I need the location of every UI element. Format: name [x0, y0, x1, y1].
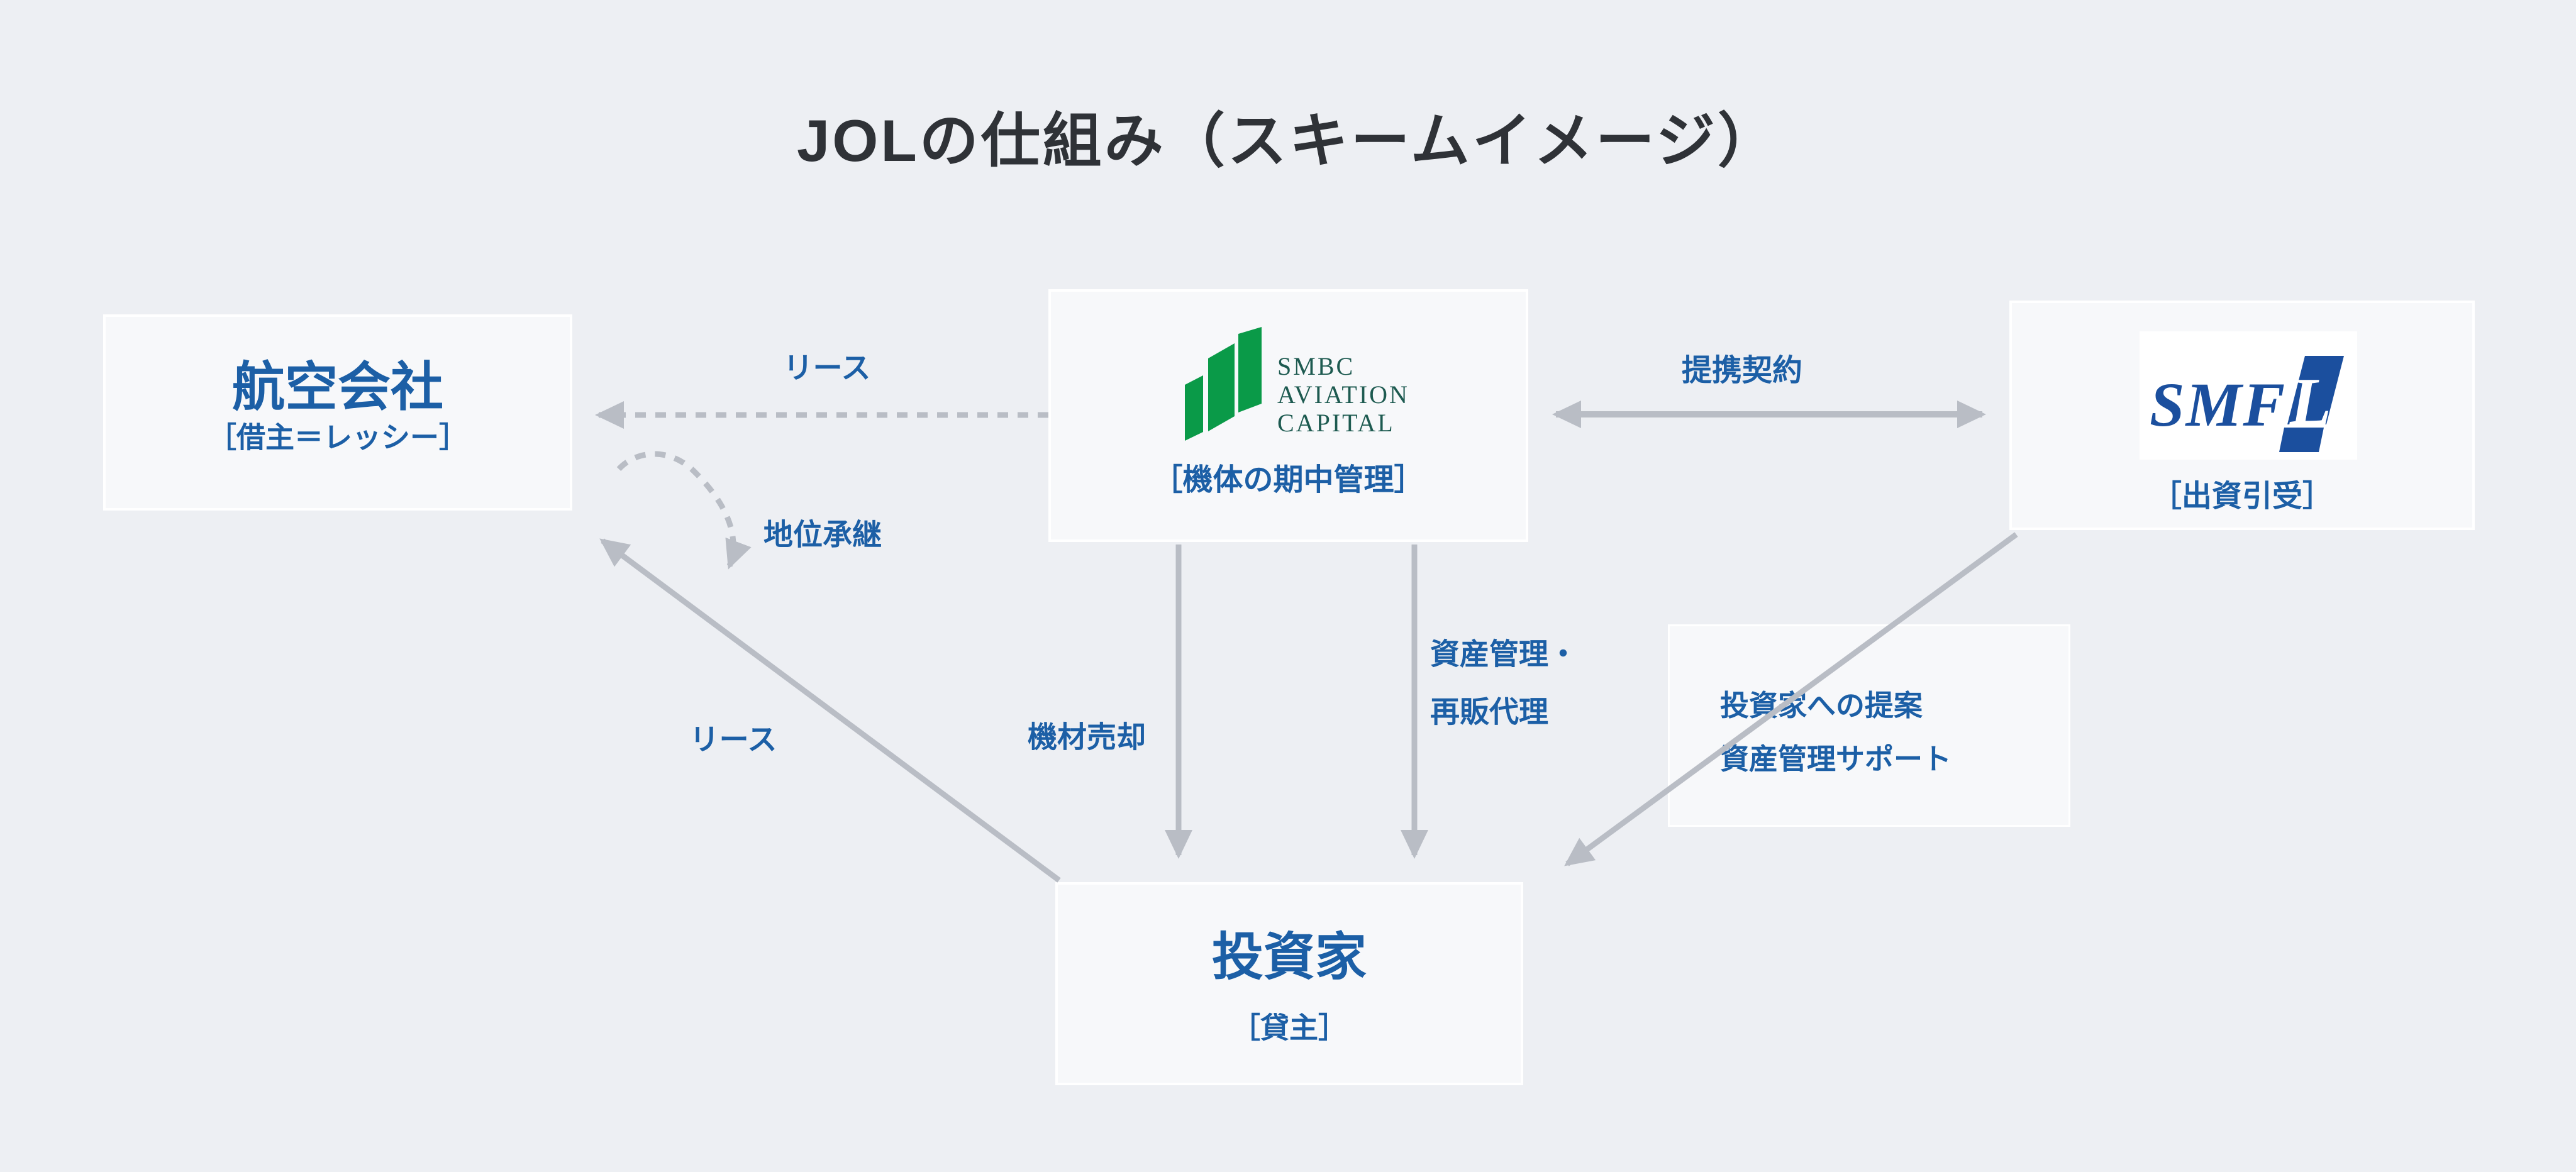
investor-title: 投資家	[1211, 928, 1367, 986]
node-airline: 航空会社 ［借主＝レッシー］	[103, 314, 572, 511]
smbc-logo-line3: CAPITAL	[1277, 409, 1395, 437]
smbc-logo-icon	[1185, 327, 1262, 441]
airline-title: 航空会社	[231, 357, 443, 417]
label-lease-bottom: リース	[689, 722, 777, 756]
node-smbc-aviation-capital: SMBC AVIATION CAPITAL ［機体の期中管理］	[1048, 289, 1528, 542]
succession-dashed-arrow	[616, 451, 752, 570]
smbc-logo-line2: AVIATION	[1277, 380, 1409, 409]
label-asset-management-line1: 資産管理・	[1430, 637, 1578, 671]
smbc-logo-wordmark: SMBC AVIATION CAPITAL	[1277, 352, 1409, 437]
smfl-subtitle: ［出資引受］	[2151, 480, 2333, 514]
smfl-logo-smf: SMF	[2150, 370, 2286, 440]
proposal-line1: 投資家への提案	[1720, 689, 1923, 722]
label-equipment-sale: 機材売却	[1028, 720, 1146, 754]
smbc-subtitle: ［機体の期中管理］	[1152, 463, 1424, 497]
node-investor: 投資家 ［貸主］	[1055, 882, 1523, 1085]
airline-subtitle: ［借主＝レッシー］	[208, 421, 468, 454]
label-asset-management-line2: 再販代理	[1430, 695, 1548, 729]
lease-arrow	[599, 538, 1061, 883]
label-partnership: 提携契約	[1681, 354, 1803, 387]
investor-subtitle: ［貸主］	[1231, 1011, 1347, 1044]
page-title: JOLの仕組み（スキームイメージ）	[796, 108, 1780, 174]
label-succession: 地位承継	[763, 517, 882, 551]
smfl-logo-l: L	[2289, 365, 2331, 440]
node-proposal-support: 投資家への提案 資産管理サポート	[1668, 624, 2070, 827]
node-smfl: SMF L ［出資引受］	[2009, 301, 2475, 530]
smbc-logo-line1: SMBC	[1277, 352, 1355, 380]
proposal-line2: 資産管理サポート	[1720, 743, 1951, 775]
label-lease-top: リース	[783, 351, 871, 385]
smfl-logo-icon: SMF L	[2140, 331, 2357, 460]
